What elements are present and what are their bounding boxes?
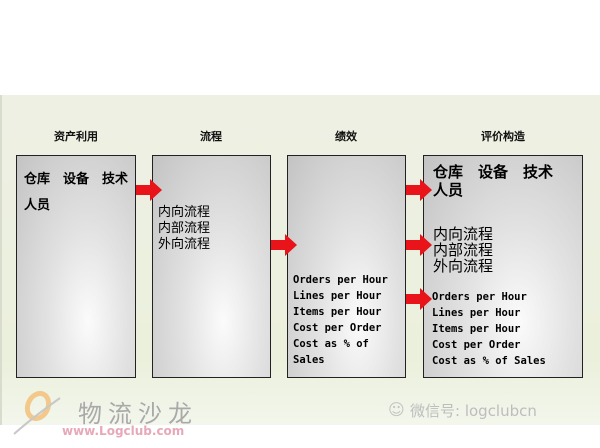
box4-bottom-line: Orders per Hour bbox=[432, 291, 527, 303]
box-performance: Orders per Hour Lines per Hour Items per… bbox=[287, 155, 406, 378]
box4-top-line: 人员 bbox=[433, 181, 464, 199]
box4-bottom-line: Cost per Order bbox=[432, 339, 521, 351]
box2-line: 外向流程 bbox=[158, 237, 211, 252]
arrow-right-icon bbox=[136, 179, 162, 201]
header-process: 流程 bbox=[200, 130, 222, 143]
box1-line2: 人员 bbox=[24, 198, 51, 213]
box4-mid-line: 内向流程 bbox=[433, 225, 494, 243]
box2-line: 内部流程 bbox=[158, 221, 211, 236]
box3-line: Orders per Hour bbox=[293, 274, 388, 286]
header-performance: 绩效 bbox=[335, 130, 357, 143]
arrow-right-icon bbox=[406, 179, 432, 201]
box4-mid-line: 内部流程 bbox=[433, 241, 494, 259]
box-evaluation: 仓库 设备 技术 人员 内向流程 内部流程 外向流程 Orders per Ho… bbox=[423, 155, 583, 378]
box3-line: Lines per Hour bbox=[293, 290, 382, 302]
logclub-logo-icon bbox=[13, 390, 61, 435]
box3-line: Items per Hour bbox=[293, 306, 382, 318]
box-asset-utilization: 仓库 设备 技术 人员 bbox=[16, 155, 136, 378]
box4-mid-line: 外向流程 bbox=[433, 257, 494, 275]
watermark-url: www.Logclub.com bbox=[62, 424, 185, 438]
box3-line: Cost per Order bbox=[293, 322, 382, 334]
arrow-right-icon bbox=[406, 234, 432, 256]
arrow-right-icon bbox=[406, 288, 432, 310]
box3-line: Cost as % of bbox=[293, 338, 369, 350]
watermark-wechat-id: 微信号: logclubcn bbox=[410, 402, 537, 420]
box4-top-line: 仓库 设备 技术 bbox=[433, 163, 554, 181]
box1-line1: 仓库 设备 技术 bbox=[24, 172, 129, 187]
arrow-right-icon bbox=[271, 234, 297, 256]
box4-bottom-line: Items per Hour bbox=[432, 323, 521, 335]
box4-bottom-line: Cost as % of Sales bbox=[432, 355, 546, 367]
wechat-icon: ☺ bbox=[388, 400, 405, 419]
box3-line: Sales bbox=[293, 354, 325, 366]
watermark-logo-text: 物流沙龙 bbox=[78, 400, 198, 428]
header-asset-utilization: 资产利用 bbox=[54, 130, 98, 143]
header-evaluation: 评价构造 bbox=[481, 130, 525, 143]
box2-line: 内向流程 bbox=[158, 205, 211, 220]
box4-bottom-line: Lines per Hour bbox=[432, 307, 521, 319]
box-process: 内向流程 内部流程 外向流程 bbox=[152, 155, 271, 378]
